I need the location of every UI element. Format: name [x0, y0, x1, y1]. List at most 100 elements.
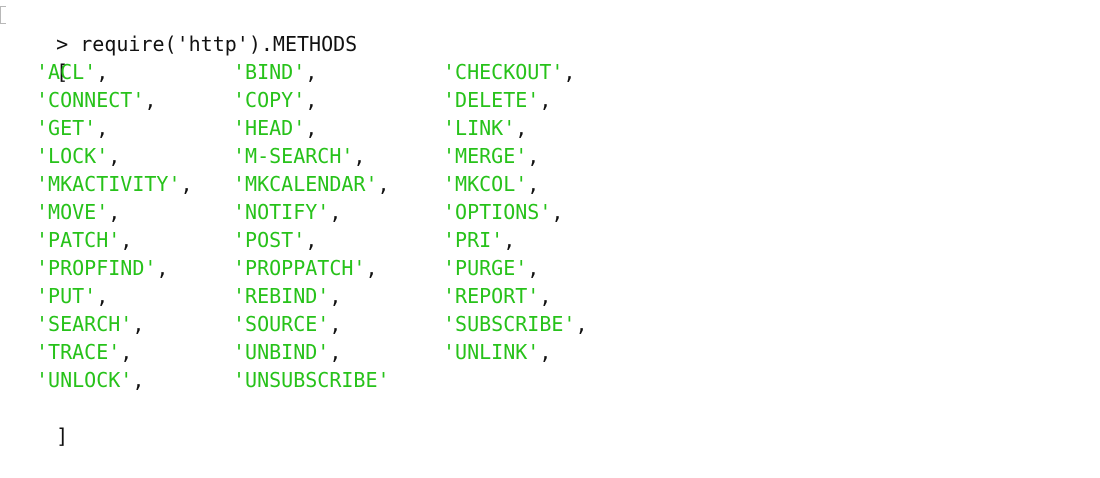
method-string: 'PROPFIND' [36, 256, 157, 280]
method-string: 'COPY' [233, 88, 306, 112]
list-item: 'SEARCH', [36, 310, 144, 338]
comma-separator: , [329, 312, 342, 336]
comma-separator: , [156, 256, 169, 280]
list-item: 'HEAD', [233, 114, 317, 142]
comma-separator: , [563, 60, 576, 84]
comma-separator: , [132, 368, 145, 392]
list-item: 'OPTIONS', [443, 198, 563, 226]
list-item: 'UNLOCK', [36, 366, 144, 394]
method-string: 'NOTIFY' [233, 200, 330, 224]
method-string: 'GET' [36, 116, 97, 140]
terminal-window[interactable]: > require('http').METHODS [ 'ACL','BIND'… [0, 0, 1100, 448]
method-string: 'MERGE' [443, 144, 528, 168]
list-item: 'MOVE', [36, 198, 120, 226]
output-open-bracket: [ [8, 30, 68, 84]
list-item: 'MKCALENDAR', [233, 170, 390, 198]
close-bracket: ] [56, 424, 69, 448]
list-item: 'CONNECT', [36, 86, 156, 114]
list-item: 'PUT', [36, 282, 108, 310]
method-string: 'CHECKOUT' [443, 60, 564, 84]
list-item: 'COPY', [233, 86, 317, 114]
method-string: 'UNLOCK' [36, 368, 133, 392]
list-item: 'PURGE', [443, 254, 539, 282]
comma-separator: , [527, 172, 540, 196]
list-item: 'REPORT', [443, 282, 551, 310]
method-string: 'TRACE' [36, 340, 121, 364]
list-item: 'CHECKOUT', [443, 58, 575, 86]
method-string: 'BIND' [233, 60, 306, 84]
comma-separator: , [551, 200, 564, 224]
comma-separator: , [305, 60, 318, 84]
method-string: 'SUBSCRIBE' [443, 312, 576, 336]
method-string: 'OPTIONS' [443, 200, 552, 224]
comma-separator: , [503, 228, 516, 252]
comma-separator: , [120, 340, 133, 364]
list-item: 'PROPPATCH', [233, 254, 378, 282]
comma-separator: , [539, 340, 552, 364]
comma-separator: , [377, 172, 390, 196]
list-item: 'MKACTIVITY', [36, 170, 193, 198]
method-string: 'MKCALENDAR' [233, 172, 378, 196]
comma-separator: , [108, 200, 121, 224]
method-string: 'HEAD' [233, 116, 306, 140]
method-string: 'MKACTIVITY' [36, 172, 181, 196]
method-string: 'SOURCE' [233, 312, 330, 336]
comma-separator: , [96, 60, 109, 84]
comma-separator: , [96, 284, 109, 308]
comma-separator: , [329, 284, 342, 308]
comma-separator: , [527, 256, 540, 280]
method-string: 'MOVE' [36, 200, 109, 224]
method-string: 'M-SEARCH' [233, 144, 354, 168]
method-string: 'REPORT' [443, 284, 540, 308]
list-item: 'PATCH', [36, 226, 132, 254]
command-line: > require('http').METHODS [8, 2, 357, 56]
method-string: 'LOCK' [36, 144, 109, 168]
list-item: 'PRI', [443, 226, 515, 254]
command-text: require('http').METHODS [80, 32, 358, 56]
output-close-bracket: ] [8, 394, 68, 448]
method-string: 'PATCH' [36, 228, 121, 252]
comma-separator: , [96, 116, 109, 140]
comma-separator: , [575, 312, 588, 336]
comma-separator: , [365, 256, 378, 280]
method-string: 'PRI' [443, 228, 504, 252]
method-string: 'LINK' [443, 116, 516, 140]
method-string: 'REBIND' [233, 284, 330, 308]
comma-separator: , [108, 144, 121, 168]
comma-separator: , [353, 144, 366, 168]
comma-separator: , [539, 88, 552, 112]
method-string: 'DELETE' [443, 88, 540, 112]
method-string: 'UNLINK' [443, 340, 540, 364]
list-item: 'UNLINK', [443, 338, 551, 366]
comma-separator: , [120, 228, 133, 252]
list-item: 'POST', [233, 226, 317, 254]
list-item: 'SOURCE', [233, 310, 341, 338]
method-string: 'SEARCH' [36, 312, 133, 336]
comma-separator: , [132, 312, 145, 336]
method-string: 'PURGE' [443, 256, 528, 280]
list-item: 'M-SEARCH', [233, 142, 365, 170]
list-item: 'GET', [36, 114, 108, 142]
list-item: 'TRACE', [36, 338, 132, 366]
list-item: 'UNSUBSCRIBE' [233, 366, 390, 394]
open-bracket: [ [56, 60, 69, 84]
method-string: 'PUT' [36, 284, 97, 308]
method-string: 'ACL' [36, 60, 97, 84]
method-string: 'UNBIND' [233, 340, 330, 364]
list-item: 'ACL', [36, 58, 108, 86]
comma-separator: , [305, 88, 318, 112]
method-string: 'MKCOL' [443, 172, 528, 196]
list-item: 'NOTIFY', [233, 198, 341, 226]
prompt-symbol: > [56, 32, 69, 56]
comma-separator: , [144, 88, 157, 112]
comma-separator: , [515, 116, 528, 140]
method-string: 'UNSUBSCRIBE' [233, 368, 390, 392]
list-item: 'PROPFIND', [36, 254, 168, 282]
comma-separator: , [539, 284, 552, 308]
comma-separator: , [329, 340, 342, 364]
method-string: 'PROPPATCH' [233, 256, 366, 280]
list-item: 'BIND', [233, 58, 317, 86]
prompt-marker-icon [0, 6, 6, 24]
comma-separator: , [329, 200, 342, 224]
list-item: 'MKCOL', [443, 170, 539, 198]
